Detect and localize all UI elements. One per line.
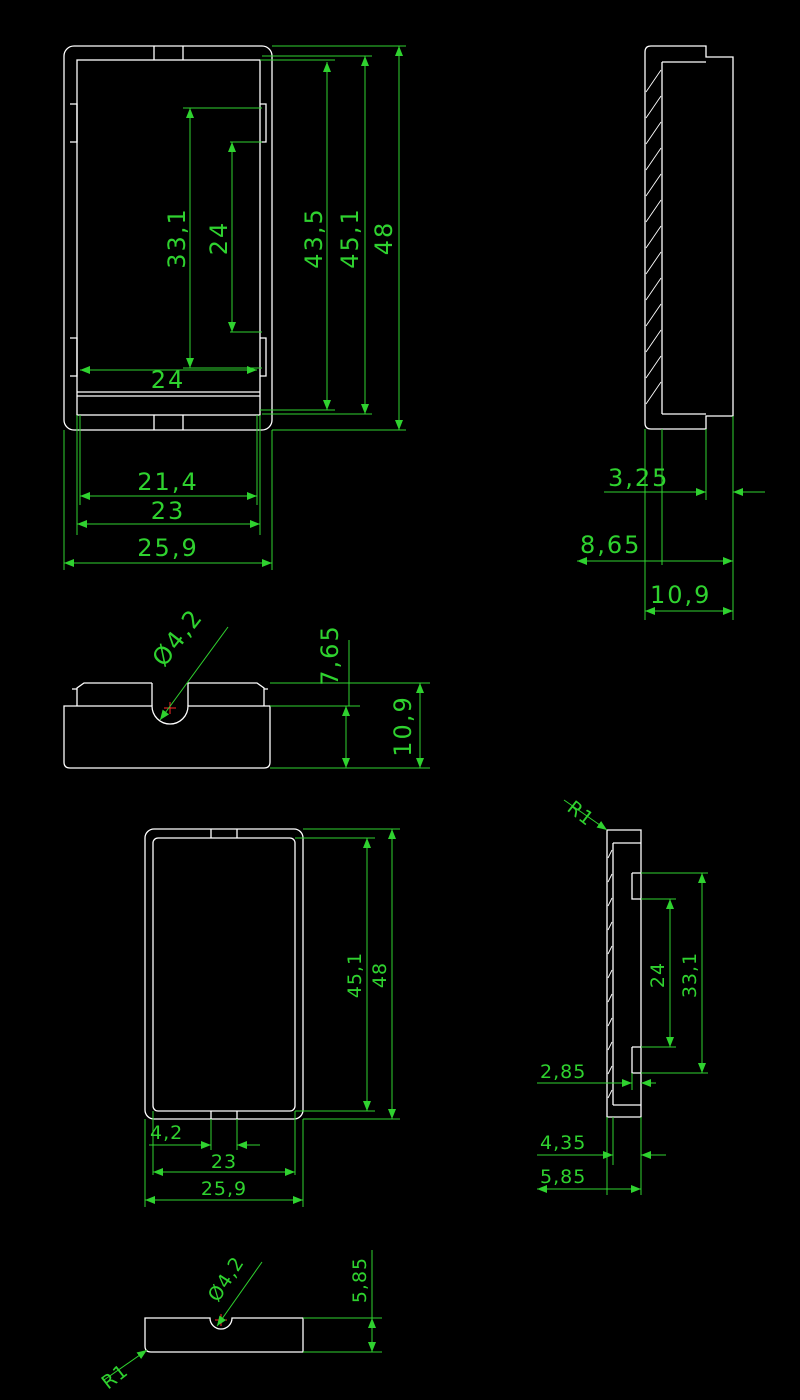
leader-diameter bbox=[159, 626, 229, 721]
label-43-5: 43,5 bbox=[300, 207, 328, 268]
hatch-line bbox=[645, 199, 662, 223]
hatch-line bbox=[607, 921, 613, 931]
dimensions-view-front-frame: Ø4,2 5,85 R1 bbox=[98, 1250, 382, 1394]
view-front-frame: Ø4,2 5,85 R1 bbox=[98, 1250, 382, 1394]
inner-ledge bbox=[77, 391, 260, 397]
hatch-line bbox=[607, 945, 613, 955]
extension-lines-frame-side-bottom bbox=[606, 1073, 642, 1195]
front-lid-top bbox=[76, 682, 265, 706]
frame-inner-outline bbox=[152, 837, 296, 1112]
leader-diameter-frame bbox=[216, 1261, 263, 1327]
label-24-frame-side: 24 bbox=[647, 962, 669, 988]
hatch-line bbox=[645, 251, 662, 275]
hatch-line bbox=[645, 277, 662, 301]
side-inner-wall bbox=[661, 61, 706, 415]
frame-notches bbox=[210, 829, 238, 1119]
view-side-frame: R1 24 33,1 2,85 4,35 5,85 bbox=[537, 797, 708, 1195]
hatch-line bbox=[645, 303, 662, 327]
label-48-frame: 48 bbox=[369, 962, 391, 988]
hatch-line bbox=[645, 121, 662, 145]
hatch-line bbox=[645, 381, 662, 405]
dimensions-view-top-lid: 33,1 24 43,5 45,1 48 24 21,4 23 25,9 bbox=[63, 45, 406, 570]
hatch-line bbox=[607, 897, 613, 907]
label-8-65: 8,65 bbox=[580, 531, 641, 559]
leader-r1-front bbox=[103, 1349, 148, 1381]
hatch-line bbox=[645, 329, 662, 353]
label-23-frame: 23 bbox=[211, 1151, 237, 1173]
hatch-line bbox=[607, 969, 613, 979]
side-clips bbox=[70, 103, 267, 377]
dimensions-view-side-lid: 3,25 8,65 10,9 bbox=[577, 416, 765, 620]
hatch-pattern-frame bbox=[607, 849, 613, 1099]
hatch-line bbox=[645, 173, 662, 197]
frame-side-inner bbox=[612, 842, 641, 1106]
label-33-1: 33,1 bbox=[163, 207, 191, 268]
label-23: 23 bbox=[151, 497, 186, 525]
label-5-85-frame: 5,85 bbox=[349, 1257, 371, 1303]
extension-lines-frame-side bbox=[641, 872, 708, 1074]
hatch-line bbox=[607, 993, 613, 1003]
label-3-25: 3,25 bbox=[608, 464, 669, 492]
label-4-35: 4,35 bbox=[540, 1132, 586, 1154]
front-body-outline bbox=[63, 705, 271, 769]
hatch-line bbox=[607, 873, 613, 883]
frame-side-clips bbox=[631, 872, 641, 1074]
hatch-line bbox=[645, 355, 662, 379]
label-45-1: 45,1 bbox=[336, 207, 364, 268]
extension-lines-inner bbox=[183, 107, 262, 369]
dimensions-view-front-lid: Ø4,2 7,65 10,9 bbox=[147, 603, 430, 769]
hatch-pattern-side bbox=[645, 69, 662, 405]
extension-lines-vertical bbox=[260, 45, 406, 431]
extension-lines-frame-front bbox=[303, 1317, 382, 1353]
view-top-frame: 45,1 48 4,2 23 25,9 bbox=[144, 828, 400, 1207]
label-10-9-front: 10,9 bbox=[389, 695, 417, 756]
label-r1-side: R1 bbox=[563, 797, 598, 831]
outer-outline bbox=[63, 45, 273, 431]
side-outline bbox=[644, 45, 734, 430]
label-10-9: 10,9 bbox=[650, 581, 711, 609]
frame-outer-outline bbox=[144, 828, 304, 1120]
frame-front-outline bbox=[144, 1317, 304, 1353]
label-r1-front: R1 bbox=[98, 1360, 133, 1394]
hatch-line bbox=[607, 1041, 613, 1051]
label-24-horizontal: 24 bbox=[151, 366, 186, 394]
label-2-85: 2,85 bbox=[540, 1061, 586, 1083]
notch-center-mark bbox=[164, 702, 176, 714]
extension-lines-horizontal bbox=[63, 415, 273, 570]
hatch-line bbox=[645, 69, 662, 93]
label-48: 48 bbox=[370, 221, 398, 256]
hatch-line bbox=[645, 95, 662, 119]
label-25-9: 25,9 bbox=[137, 534, 198, 562]
label-diameter-4-2-frame: Ø4,2 bbox=[204, 1253, 249, 1306]
label-7-65: 7,65 bbox=[316, 624, 344, 685]
label-25-9-frame: 25,9 bbox=[201, 1178, 247, 1200]
hatch-line bbox=[645, 225, 662, 249]
label-33-1-frame-side: 33,1 bbox=[679, 952, 701, 998]
inner-outline bbox=[76, 59, 261, 416]
hatch-line bbox=[607, 849, 613, 859]
extension-lines-frame-vertical bbox=[295, 828, 400, 1120]
label-5-85: 5,85 bbox=[540, 1166, 586, 1188]
hatch-line bbox=[607, 1017, 613, 1027]
hatch-line bbox=[645, 147, 662, 171]
extension-lines-side bbox=[644, 416, 734, 620]
label-4-2-frame: 4,2 bbox=[150, 1122, 183, 1144]
dimensions-view-side-frame: R1 24 33,1 2,85 4,35 5,85 bbox=[537, 797, 708, 1195]
extension-lines-frame-horizontal bbox=[144, 1111, 304, 1207]
hatch-line bbox=[607, 1065, 613, 1075]
center-notches bbox=[153, 46, 184, 430]
view-top-lid: 33,1 24 43,5 45,1 48 24 21,4 23 25,9 bbox=[63, 45, 406, 570]
view-side-lid: 3,25 8,65 10,9 bbox=[577, 45, 765, 620]
view-front-lid: Ø4,2 7,65 10,9 bbox=[63, 603, 430, 769]
dimensions-view-top-frame: 45,1 48 4,2 23 25,9 bbox=[144, 828, 400, 1207]
leader-r1-side bbox=[563, 799, 608, 831]
label-21-4: 21,4 bbox=[137, 468, 198, 496]
label-45-1-frame: 45,1 bbox=[344, 952, 366, 998]
hatch-line bbox=[607, 1089, 613, 1099]
label-diameter-4-2: Ø4,2 bbox=[147, 603, 209, 672]
label-24-vertical: 24 bbox=[205, 221, 233, 256]
